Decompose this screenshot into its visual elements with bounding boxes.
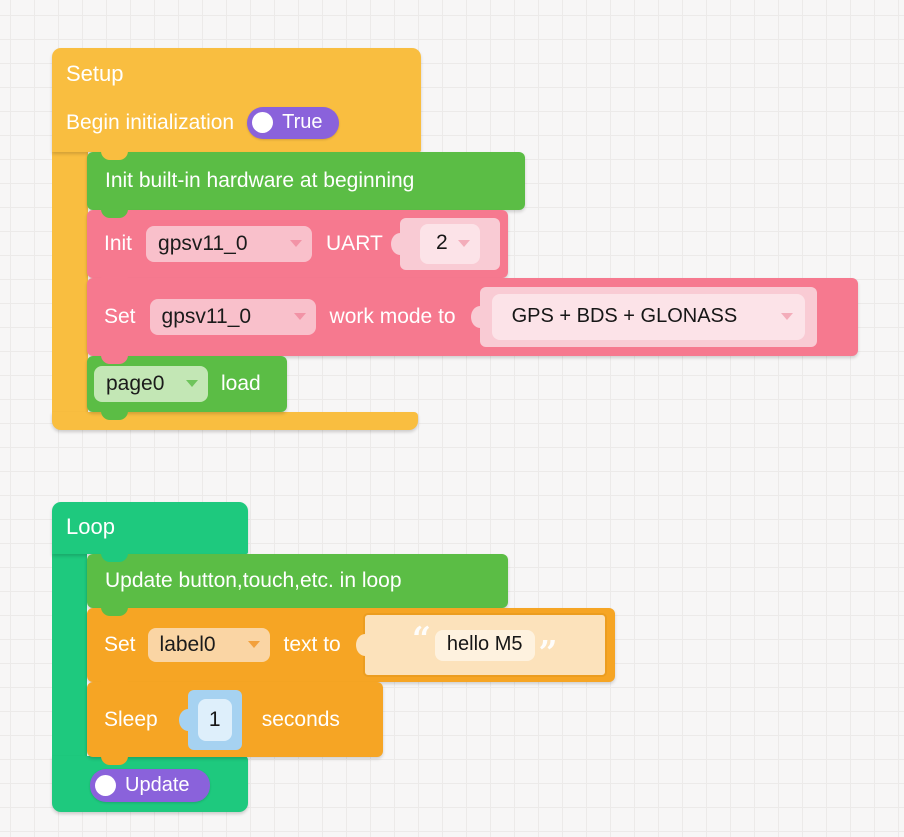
connector-bump — [101, 411, 128, 420]
gps-device-dropdown[interactable]: gpsv11_0 — [146, 226, 313, 262]
page-value: page0 — [106, 371, 165, 395]
dropdown-arrow-icon — [290, 240, 303, 247]
connector-bump — [101, 151, 128, 160]
set-text-label: text to — [283, 633, 341, 656]
sleep-seconds-value-block[interactable]: 1 — [187, 689, 242, 750]
dropdown-arrow-icon — [186, 380, 198, 387]
setup-block-frame-bottom[interactable] — [52, 412, 418, 430]
gps-init-uart-block[interactable]: Init gpsv11_0 UART 2 — [87, 210, 508, 278]
loop-update-label: Update — [125, 773, 190, 796]
uart-port-value-block[interactable]: 2 — [399, 218, 500, 270]
workmode-value: GPS + BDS + GLONASS — [511, 304, 738, 327]
update-hardware-block[interactable]: Update button,touch,etc. in loop — [87, 554, 508, 608]
sleep-block[interactable]: Sleep 1 seconds — [87, 682, 383, 757]
uart-port-value: 2 — [435, 231, 448, 254]
connector-bump — [101, 681, 128, 690]
loop-update-pill[interactable]: Update — [90, 769, 210, 802]
toggle-knob-icon — [95, 774, 116, 796]
begin-initialization-toggle[interactable]: True — [247, 107, 339, 139]
dropdown-arrow-icon — [293, 313, 306, 320]
sleep-prefix: Sleep — [104, 707, 158, 731]
set-text-prefix: Set — [104, 633, 136, 656]
gps-device-value: gpsv11_0 — [158, 231, 248, 255]
workmode-label: work mode to — [329, 305, 456, 328]
loop-block-frame-left[interactable] — [52, 552, 87, 758]
toggle-knob-icon — [252, 112, 274, 133]
gps-device-dropdown[interactable]: gpsv11_0 — [149, 299, 316, 335]
open-quote-icon: “ — [411, 619, 431, 658]
loop-title: Loop — [66, 514, 115, 539]
string-value-block[interactable]: “ hello M5 ” — [362, 613, 607, 677]
workmode-value-block[interactable]: GPS + BDS + GLONASS — [479, 287, 817, 347]
gps-init-prefix: Init — [104, 232, 133, 255]
page-load-label: load — [221, 372, 261, 395]
page-dropdown[interactable]: page0 — [94, 366, 208, 402]
setup-block-header[interactable]: Setup Begin initialization True — [52, 48, 421, 152]
loop-block-header[interactable]: Loop — [52, 502, 248, 554]
connector-bump — [101, 209, 128, 218]
init-hardware-block[interactable]: Init built-in hardware at beginning — [87, 152, 525, 210]
init-hardware-label: Init built-in hardware at beginning — [105, 169, 415, 192]
dropdown-arrow-icon — [247, 641, 260, 648]
dropdown-arrow-icon — [780, 312, 793, 320]
gps-device-value: gpsv11_0 — [161, 304, 252, 328]
loop-block-frame-bottom[interactable]: Update — [52, 756, 248, 812]
gps-workmode-block[interactable]: Set gpsv11_0 work mode to GPS + BDS + GL… — [87, 278, 858, 356]
begin-toggle-value: True — [282, 111, 323, 133]
sleep-seconds-value: 1 — [208, 707, 221, 731]
connector-bump — [101, 553, 128, 562]
workmode-prefix: Set — [104, 305, 136, 328]
setup-block-frame-left[interactable] — [52, 150, 88, 414]
setup-title: Setup — [66, 61, 124, 86]
close-quote-icon: ” — [538, 633, 558, 672]
connector-bump — [101, 756, 128, 765]
label-dropdown[interactable]: label0 — [147, 628, 270, 662]
page-load-block[interactable]: page0 load — [87, 356, 287, 412]
dropdown-arrow-icon — [457, 239, 470, 247]
string-value-input[interactable]: hello M5 — [434, 629, 535, 661]
string-value: hello M5 — [446, 632, 523, 655]
begin-initialization-label: Begin initialization — [66, 111, 235, 134]
connector-bump — [101, 277, 128, 286]
set-label-text-block[interactable]: Set label0 text to “ hello M5 ” — [87, 608, 615, 682]
sleep-seconds-input[interactable]: 1 — [197, 698, 232, 741]
uart-label: UART — [326, 232, 383, 255]
update-hardware-label: Update button,touch,etc. in loop — [105, 569, 402, 592]
connector-bump — [101, 607, 128, 616]
connector-bump — [101, 355, 128, 364]
sleep-suffix: seconds — [261, 707, 340, 731]
label-value: label0 — [159, 632, 216, 656]
